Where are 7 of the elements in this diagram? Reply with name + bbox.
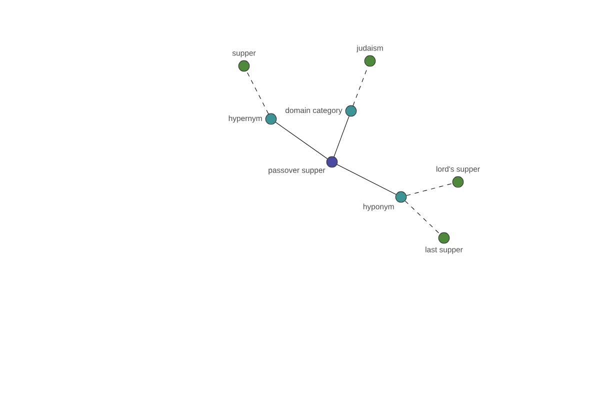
connector-line bbox=[334, 116, 350, 157]
connector-line bbox=[404, 200, 440, 234]
connector-line bbox=[246, 70, 269, 114]
connector-line bbox=[336, 164, 396, 195]
connector-line bbox=[275, 122, 328, 159]
connector-line bbox=[406, 183, 453, 196]
connector-line bbox=[352, 66, 368, 106]
